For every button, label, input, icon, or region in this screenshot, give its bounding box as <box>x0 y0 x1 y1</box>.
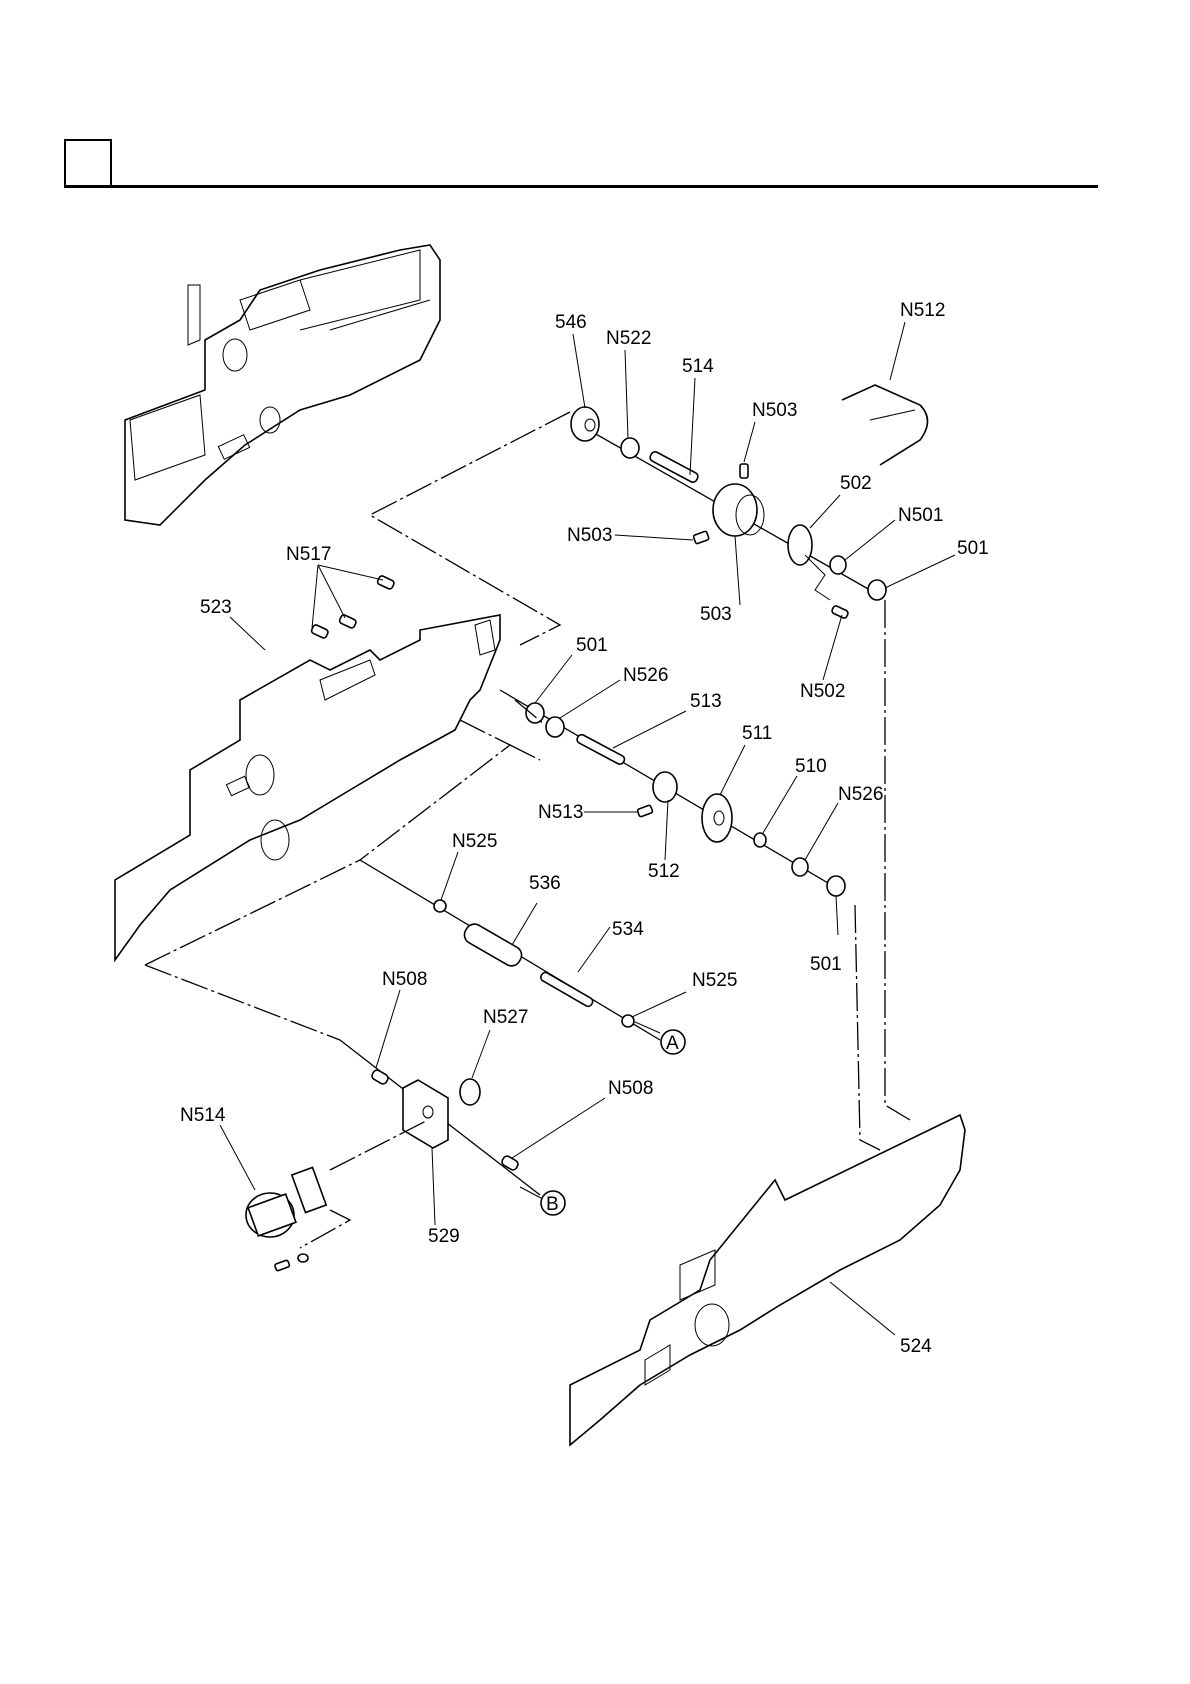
label-524: 524 <box>900 1336 932 1357</box>
shaft-513 <box>576 733 626 765</box>
label-546: 546 <box>555 312 587 333</box>
label-N527: N527 <box>483 1007 528 1028</box>
motor-N514 <box>246 1120 428 1271</box>
callout-A: A <box>661 1030 685 1054</box>
label-N502: N502 <box>800 681 845 702</box>
upper-shaft-assembly <box>571 407 886 619</box>
callout-B: B <box>541 1191 565 1215</box>
collar-N525a <box>434 900 446 912</box>
label-N525-right: N525 <box>692 970 737 991</box>
svg-text:B: B <box>546 1194 559 1215</box>
set-screw-N503a <box>740 464 748 478</box>
label-501-top: 501 <box>957 538 989 559</box>
label-510: 510 <box>795 756 827 777</box>
label-N522: N522 <box>606 328 651 349</box>
coupling-503 <box>713 484 757 536</box>
label-536: 536 <box>529 873 561 894</box>
screw-N517 <box>311 575 395 639</box>
label-N526-right: N526 <box>838 784 883 805</box>
label-501-bottom: 501 <box>810 954 842 975</box>
label-513: 513 <box>690 691 722 712</box>
set-screw-N503b <box>693 531 709 544</box>
bushing-N522 <box>621 438 639 458</box>
label-N508-left: N508 <box>382 969 427 990</box>
screw-N502 <box>831 605 849 619</box>
label-N503-side: N503 <box>567 525 612 546</box>
label-N514: N514 <box>180 1105 226 1126</box>
gear-512 <box>653 772 677 802</box>
label-523: 523 <box>200 597 232 618</box>
washer-510 <box>754 833 766 847</box>
label-N512: N512 <box>900 300 945 321</box>
label-534: 534 <box>612 919 644 940</box>
bearing-501a <box>868 580 886 600</box>
label-N501: N501 <box>898 505 943 526</box>
bearing-501b <box>526 703 544 723</box>
set-screw-N513 <box>637 805 653 817</box>
label-N503-top: N503 <box>752 400 797 421</box>
bearing-N526a <box>546 717 564 737</box>
label-501-mid: 501 <box>576 635 608 656</box>
label-511: 511 <box>742 723 772 744</box>
side-plate-524 <box>570 1115 965 1445</box>
label-N525-left: N525 <box>452 831 497 852</box>
pin-N508a <box>371 1069 390 1086</box>
bearing-501c <box>827 876 845 896</box>
pin-N508b <box>501 1155 520 1172</box>
label-N526-mid: N526 <box>623 665 668 686</box>
label-N513: N513 <box>538 802 583 823</box>
gear-511 <box>702 794 732 842</box>
label-529: 529 <box>428 1226 460 1247</box>
bearing-N526b <box>792 858 808 876</box>
gear-N527 <box>460 1079 480 1105</box>
label-503: 503 <box>700 604 732 625</box>
label-N517: N517 <box>286 544 331 565</box>
label-502: 502 <box>840 473 872 494</box>
motor-bracket-529 <box>340 1040 540 1195</box>
label-N508-right: N508 <box>608 1078 653 1099</box>
label-512: 512 <box>648 861 680 882</box>
roller-536 <box>461 921 525 969</box>
shaft-534 <box>539 971 594 1008</box>
main-frame-assembly-overview <box>125 245 440 525</box>
label-514: 514 <box>682 356 714 377</box>
svg-text:A: A <box>666 1033 679 1054</box>
belt-N512 <box>842 385 928 465</box>
bearing-N501 <box>830 556 846 574</box>
